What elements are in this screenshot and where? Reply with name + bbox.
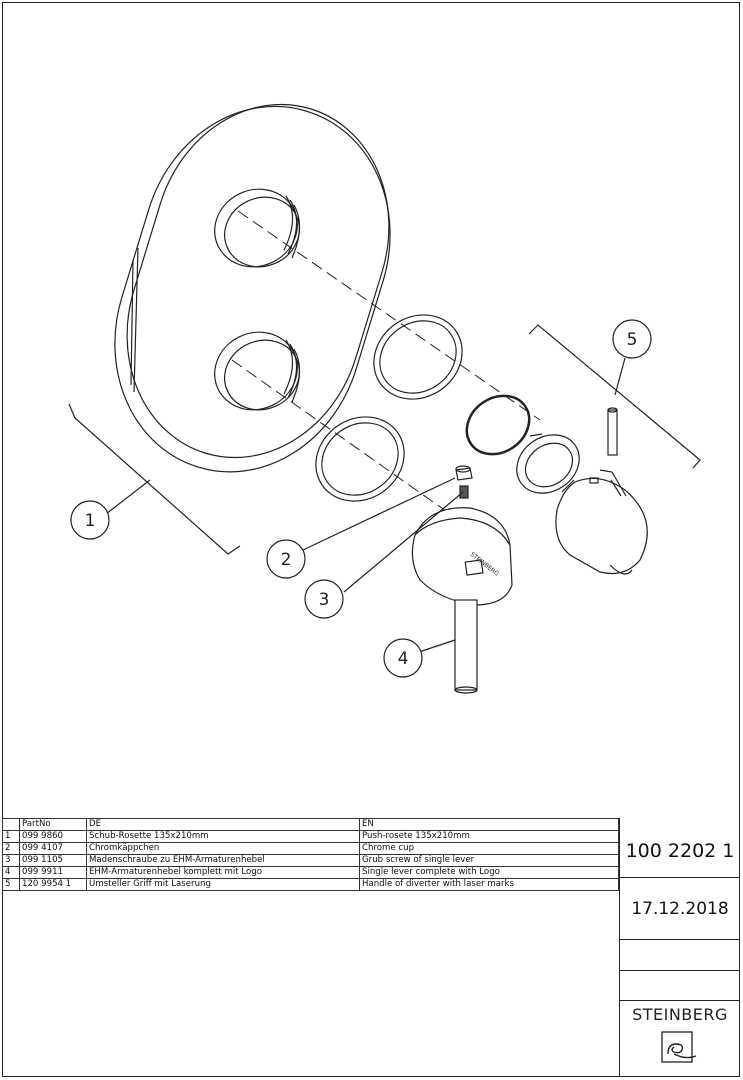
table-row: 5 120 9954 1 Umsteller Griff mit Laserun… <box>2 878 619 891</box>
callout-2: 2 <box>281 550 292 570</box>
row-partno: 099 4107 <box>19 842 87 855</box>
row-de: Umsteller Griff mit Laserung <box>86 878 360 891</box>
steinberg-logo-icon <box>661 1031 697 1063</box>
row-no: 3 <box>2 854 20 867</box>
title-block: 100 2202 1 17.12.2018 STEINBERG <box>619 818 740 1077</box>
header-no <box>2 818 20 831</box>
table-header-row: PartNo DE EN <box>2 818 619 831</box>
leader-lines <box>105 357 626 653</box>
diverter-sleeve <box>516 433 580 494</box>
header-partno: PartNo <box>19 818 87 831</box>
row-en: Grub screw of single lever <box>359 854 619 867</box>
grub-screw-and-cup <box>455 465 473 499</box>
row-no: 4 <box>2 866 20 879</box>
brand-cell: STEINBERG <box>620 1001 740 1077</box>
title-block-empty-cell <box>620 971 740 1001</box>
group-brackets <box>68 324 701 555</box>
row-en: Push-rosete 135x210mm <box>359 830 619 843</box>
callout-5: 5 <box>627 330 638 350</box>
gasket-rings <box>315 314 531 502</box>
row-partno: 099 9911 <box>19 866 87 879</box>
brand-name: STEINBERG <box>632 1005 728 1024</box>
exploded-view-drawing: STEINBERG 1 2 3 4 5 <box>68 103 701 694</box>
header-en: EN <box>359 818 619 831</box>
row-de: Schub-Rosette 135x210mm <box>86 830 360 843</box>
axis-lines <box>231 210 541 529</box>
table-row: 3 099 1105 Madenschraube zu EHM-Armature… <box>2 854 619 867</box>
row-en: Handle of diverter with laser marks <box>359 878 619 891</box>
callout-3: 3 <box>319 590 330 610</box>
row-partno: 120 9954 1 <box>19 878 87 891</box>
table-row: 4 099 9911 EHM-Armaturenhebel komplett m… <box>2 866 619 879</box>
row-partno: 099 9860 <box>19 830 87 843</box>
parts-list-table: PartNo DE EN 1 099 9860 Schub-Rosette 13… <box>2 818 619 891</box>
row-no: 2 <box>2 842 20 855</box>
callout-4: 4 <box>398 649 409 669</box>
row-de: Madenschraube zu EHM-Armaturenhebel <box>86 854 360 867</box>
drawing-date: 17.12.2018 <box>620 878 740 940</box>
row-en: Chrome cup <box>359 842 619 855</box>
row-no: 1 <box>2 830 20 843</box>
diverter-handle <box>555 407 648 575</box>
row-partno: 099 1105 <box>19 854 87 867</box>
row-no: 5 <box>2 878 20 891</box>
table-row: 1 099 9860 Schub-Rosette 135x210mm Push-… <box>2 830 619 843</box>
row-de: EHM-Armaturenhebel komplett mit Logo <box>86 866 360 879</box>
callout-circles <box>70 319 652 678</box>
title-block-empty-cell <box>620 940 740 971</box>
single-lever: STEINBERG <box>411 507 513 694</box>
callout-1: 1 <box>85 511 96 531</box>
header-de: DE <box>86 818 360 831</box>
table-row: 2 099 4107 Chromkäppchen Chrome cup <box>2 842 619 855</box>
drawing-number: 100 2202 1 <box>620 818 740 878</box>
row-de: Chromkäppchen <box>86 842 360 855</box>
row-en: Single lever complete with Logo <box>359 866 619 879</box>
rosette-plate <box>114 103 391 473</box>
